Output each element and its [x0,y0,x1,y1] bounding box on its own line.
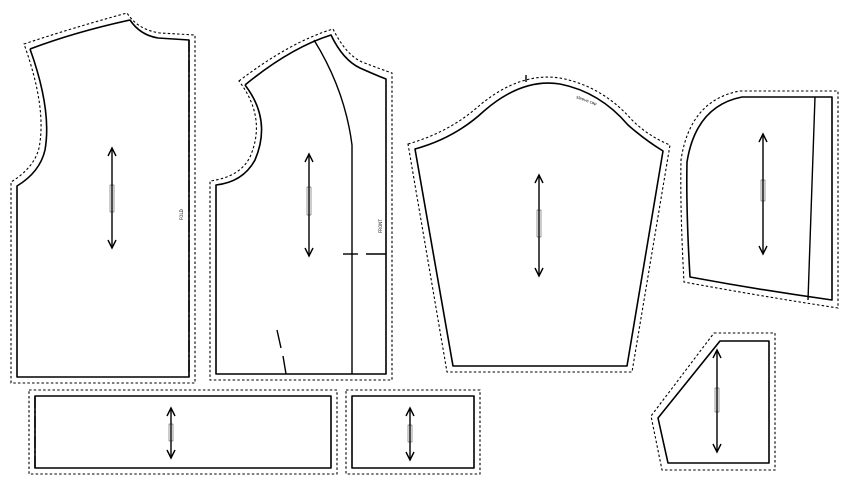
cut-line-sleeve [414,82,664,367]
grainline-arrow-band-long [166,406,176,460]
pattern-piece-hood[interactable] [680,90,839,309]
grainline-arrow-band-short [405,406,415,462]
seam-allowance-band-short [345,389,481,475]
seam-allowance-sleeve [407,76,671,373]
facing-line-front [313,39,353,374]
cut-line-band-short [351,395,475,469]
cut-line-band-long [34,395,332,469]
pattern-piece-pocket[interactable] [650,332,776,471]
fold-label-back: FOLD [179,209,184,220]
label-mark-front [306,186,312,216]
hood-inner-line [807,96,816,301]
label-mark-back [109,184,115,213]
seam-allowance-band-long [28,389,338,475]
pattern-piece-band-short[interactable] [345,389,481,475]
label-mark-band-short [407,424,413,443]
cut-line-hood [686,96,833,301]
grainline-arrow-back [107,146,117,250]
grainline-arrow-front [304,152,314,258]
seam-allowance-front [209,28,393,381]
label-mark-hood [760,179,766,202]
label-mark-pocket [714,387,720,413]
pattern-piece-back[interactable]: FOLD [10,12,196,384]
dart-line-front-b [282,355,287,375]
grainline-arrow-sleeve [534,173,544,278]
seam-allowance-back [10,12,196,384]
cut-line-front [215,34,387,375]
seam-allowance-hood [680,90,839,309]
grainline-arrow-pocket [712,348,722,454]
seam-allowance-pocket [650,332,776,471]
front-label: FRONT [378,219,383,233]
pattern-piece-front[interactable]: FRONT [209,28,393,381]
pattern-piece-band-long[interactable] [28,389,338,475]
label-mark-sleeve [536,209,542,238]
dart-line-front-a [276,329,282,349]
cut-line-back [16,19,190,378]
pattern-piece-sleeve[interactable]: sleeve cap [407,75,671,373]
cut-line-pocket [657,340,770,464]
grainline-arrow-hood [758,132,768,256]
label-mark-band-long [168,423,174,442]
